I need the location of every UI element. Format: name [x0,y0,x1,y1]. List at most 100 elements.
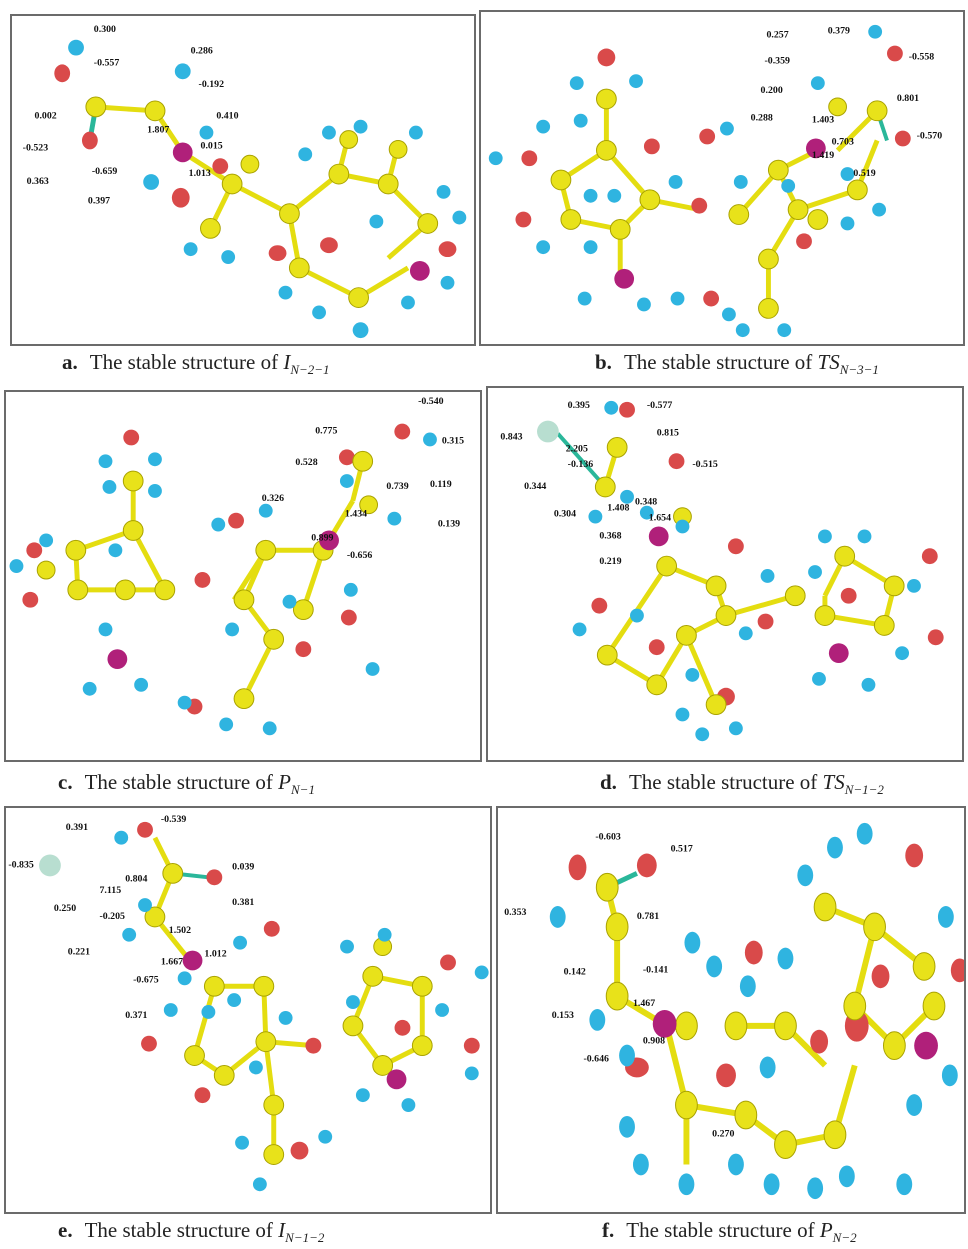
carbon-atoms-d [594,436,905,715]
halogen-atom-e [39,854,61,877]
charge-label: 0.739 [386,481,408,492]
bond-length-label: 1.807 [147,125,169,136]
charge-label: 0.703 [832,136,854,147]
nitrogen-atoms-b [614,138,826,289]
charge-label: 0.397 [88,196,110,207]
bond-length-label: 1.403 [812,115,834,126]
bond-length-label: 0.015 [201,140,223,151]
charge-label: 0.801 [897,93,919,104]
charge-label: 0.410 [216,111,238,122]
charge-label: 0.257 [766,30,788,41]
charge-label: 0.286 [191,46,213,57]
bond-length-label: 1.654 [649,513,671,524]
hydrogen-atoms-a [68,39,467,339]
panel-e-structure: 0.391 -0.539 -0.835 0.039 0.804 7.115 0.… [4,806,492,1214]
bond-length-label: 1.502 [169,925,191,936]
bond-length-label: 0.899 [311,532,333,543]
carbon-atoms-c [36,450,379,710]
oxygen-atoms-f [568,843,964,1088]
oxygen-atoms-a [54,64,457,262]
charge-label: -0.141 [643,964,669,975]
carbon-atoms-f [595,872,946,1160]
charge-label: -0.523 [23,142,49,153]
bond-length-label: 2.205 [566,443,588,454]
charge-label: -0.603 [595,832,621,843]
hydrogen-atoms-b [488,24,887,338]
charge-label: 0.270 [712,1129,734,1140]
charge-label: -0.570 [917,130,943,141]
charge-label: 0.379 [828,26,850,37]
caption-b: b.The stable structure of TSN−3−1 [595,350,879,377]
oxygen-atoms-e [137,821,480,1160]
oxygen-atoms-d [591,401,944,706]
charge-label: 0.519 [853,168,875,179]
charge-label: 0.804 [125,873,147,884]
charge-label: 0.517 [671,844,693,855]
bond-length-label: 1.012 [204,949,226,960]
hydrogen-atoms-c [9,432,437,736]
bond-length-label: 1.467 [633,998,655,1009]
panel-c-structure: -0.540 0.775 0.315 0.528 0.119 0.326 0.7… [4,390,482,762]
molecule-d: 0.395 -0.577 0.843 0.815 2.205 -0.136 -0… [500,400,944,742]
caption-a: a.The stable structure of IN−2−1 [62,350,330,377]
charge-label: -0.577 [647,400,673,411]
hydrogen-atoms-d [572,400,921,742]
charge-label: 0.288 [751,113,773,124]
bond-length-label: 0.908 [643,1036,665,1047]
nitrogen-atoms-a [172,142,430,281]
oxygen-atoms-b [515,45,911,307]
caption-f: f.The stable structure of PN−2 [602,1218,857,1245]
charge-label: -0.205 [99,911,125,922]
charge-label: 0.368 [599,530,621,541]
charge-label: 0.528 [295,457,317,468]
charge-label: 0.353 [504,907,526,918]
panel-d-structure: 0.395 -0.577 0.843 0.815 2.205 -0.136 -0… [486,386,964,762]
molecule-b: 0.257 0.379 -0.558 -0.359 0.200 0.801 0.… [488,24,943,338]
charge-label: -0.557 [94,57,120,68]
charge-label: 0.119 [430,479,452,490]
charge-label: 0.039 [232,861,254,872]
charge-label: 0.381 [232,897,254,908]
charge-label: 0.843 [500,431,522,442]
charge-label: -0.359 [764,55,790,66]
carbon-atoms-a [85,96,439,308]
panel-b-structure: 0.257 0.379 -0.558 -0.359 0.200 0.801 0.… [479,10,965,346]
charge-label: -0.136 [568,459,594,470]
oxygen-atoms-c [22,423,411,715]
nitrogen-atoms-e [182,950,407,1090]
bond-length-label: 1.013 [189,168,211,179]
bond-length-label: 1.419 [812,150,834,161]
charge-label: 0.395 [568,400,590,411]
charge-label: 0.326 [262,493,284,504]
charge-label: 0.815 [657,427,679,438]
charge-label: 0.002 [35,111,57,122]
molecule-f: -0.603 0.517 0.353 0.781 0.142 -0.141 0.… [504,822,964,1200]
charge-label: -0.835 [8,859,34,870]
charge-label: 0.300 [94,24,116,35]
charge-label: 0.142 [564,966,586,977]
charge-label: -0.675 [133,974,159,985]
bond-length-label: 1.408 [607,503,629,514]
hydrogen-atoms-e [114,830,489,1192]
molecule-a: 0.300 -0.557 0.286 -0.192 0.410 0.002 -0… [23,24,467,339]
charge-label: 0.781 [637,911,659,922]
bond-length-label: 1.434 [345,509,367,520]
charge-label: 0.200 [761,85,783,96]
charge-label: 0.139 [438,519,460,530]
charge-label: -0.558 [909,51,935,62]
hydrogen-atoms-f [549,822,958,1200]
molecule-e: 0.391 -0.539 -0.835 0.039 0.804 7.115 0.… [8,814,489,1192]
bond-length-label: 7.115 [99,885,121,896]
charge-label: 0.221 [68,947,90,958]
charge-label: 0.391 [66,822,88,833]
charge-label: -0.540 [418,396,444,407]
caption-d: d.The stable structure of TSN−1−2 [600,770,884,797]
charge-label: -0.539 [161,814,187,825]
charge-label: -0.192 [199,79,225,90]
panel-f-structure: -0.603 0.517 0.353 0.781 0.142 -0.141 0.… [496,806,966,1214]
charge-label: -0.659 [92,166,118,177]
charge-label: 0.348 [635,497,657,508]
nitrogen-atoms-c [107,530,339,669]
charge-label: 0.219 [599,556,621,567]
caption-e: e.The stable structure of IN−1−2 [58,1218,325,1245]
